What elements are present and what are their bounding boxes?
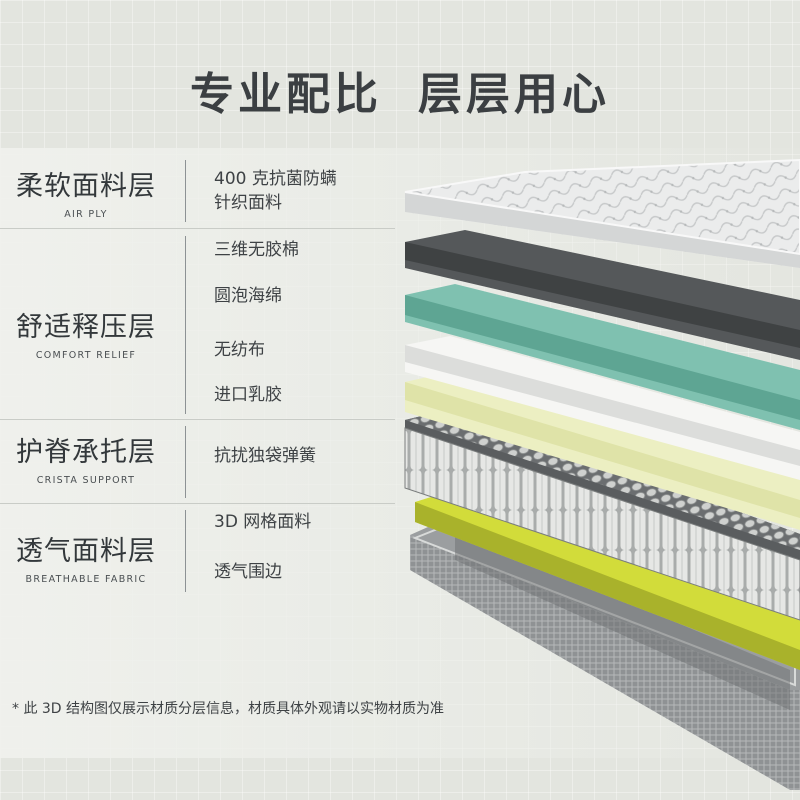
category-en: COMFORT RELIEF bbox=[35, 350, 137, 361]
category-air-ply: 柔软面料层 AIR PLY bbox=[0, 164, 172, 220]
divider-vertical bbox=[185, 426, 186, 498]
category-zh: 舒适释压层 bbox=[16, 312, 156, 343]
latex-layer bbox=[405, 372, 800, 530]
category-comfort-relief: 舒适释压层 COMFORT RELIEF bbox=[0, 305, 172, 361]
layer-label: 针织面料 bbox=[214, 193, 282, 213]
dark-felt-layer bbox=[405, 230, 800, 360]
divider-horizontal bbox=[0, 419, 395, 420]
divider-horizontal bbox=[0, 503, 395, 504]
divider-vertical bbox=[185, 236, 186, 414]
nonwoven-layer bbox=[405, 336, 800, 480]
yellow-mesh-layer bbox=[415, 488, 800, 670]
title-left: 专业配比 bbox=[190, 69, 382, 120]
title-right: 层层用心 bbox=[418, 69, 610, 120]
layer-label: 无纺布 bbox=[214, 340, 265, 360]
category-en: CRISTA SUPPORT bbox=[36, 475, 136, 486]
layer-label: 进口乳胶 bbox=[214, 385, 282, 405]
layer-label: 400 克抗菌防螨 bbox=[214, 169, 337, 189]
layer-label: 3D 网格面料 bbox=[214, 512, 312, 532]
category-crista-support: 护脊承托层 CRISTA SUPPORT bbox=[0, 430, 172, 486]
layer-label: 透气围边 bbox=[214, 562, 282, 582]
pocket-springs-layer bbox=[404, 408, 800, 621]
page-title: 专业配比层层用心 bbox=[0, 58, 800, 122]
base-border-layer bbox=[410, 515, 800, 790]
category-zh: 透气面料层 bbox=[16, 536, 156, 567]
divider-horizontal bbox=[0, 228, 395, 229]
category-zh: 护脊承托层 bbox=[16, 437, 156, 468]
category-en: BREATHABLE FABRIC bbox=[25, 574, 147, 585]
divider-vertical bbox=[185, 510, 186, 592]
layer-label: 三维无胶棉 bbox=[214, 240, 299, 260]
footnote: * 此 3D 结构图仅展示材质分层信息，材质具体外观请以实物材质为准 bbox=[12, 701, 445, 717]
quilted-top-layer bbox=[404, 158, 800, 268]
mattress-layers-illustration bbox=[404, 158, 800, 790]
category-zh: 柔软面料层 bbox=[16, 171, 156, 202]
layer-label: 圆泡海绵 bbox=[214, 286, 282, 306]
category-breathable-fabric: 透气面料层 BREATHABLE FABRIC bbox=[0, 529, 172, 585]
divider-vertical bbox=[185, 160, 186, 222]
layer-label: 抗扰独袋弹簧 bbox=[214, 446, 316, 466]
category-en: AIR PLY bbox=[64, 209, 108, 220]
teal-foam-layer bbox=[405, 284, 800, 430]
